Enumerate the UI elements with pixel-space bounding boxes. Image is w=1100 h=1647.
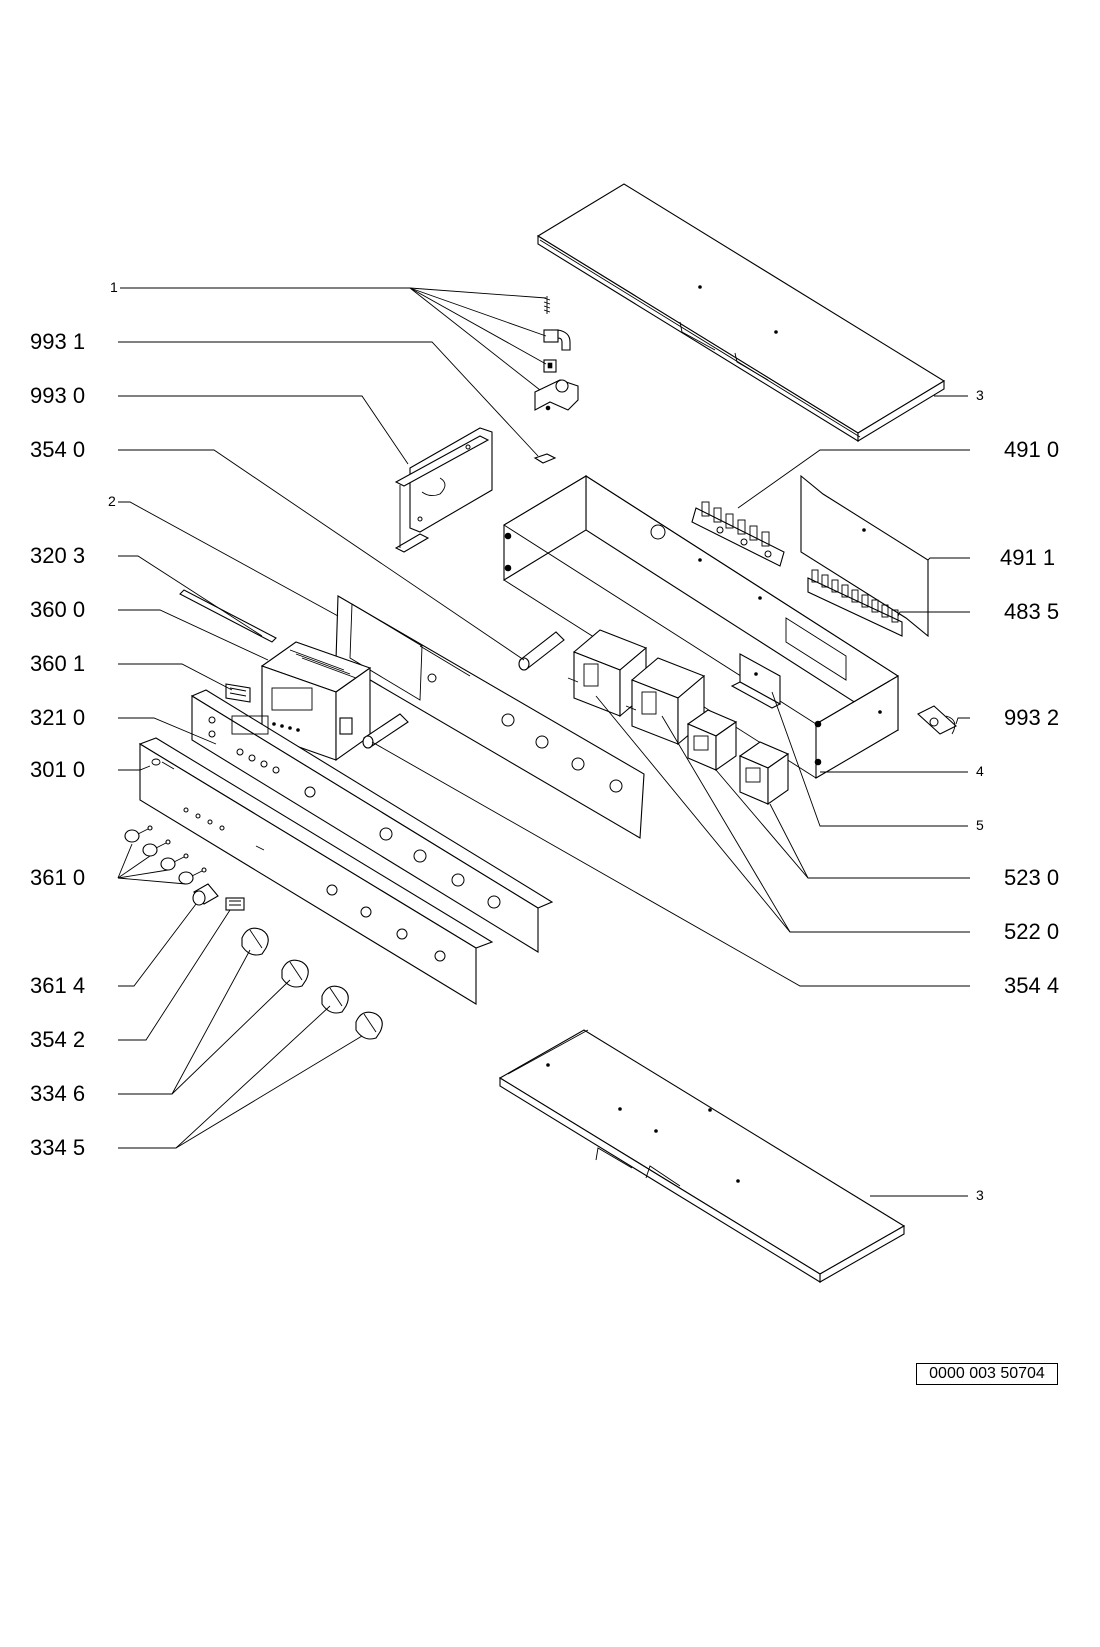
callout-label-354-2: 354 2 [30,1027,86,1052]
callout-label-320-3: 320 3 [30,543,86,568]
mounting-bracket [394,427,493,553]
bottom-tray-panel [498,1029,906,1283]
cylinder-354-0 [518,631,565,671]
callout-label-483-5: 483 5 [1004,599,1060,624]
small-hardware-parts [533,296,579,464]
knob-2 [281,959,309,988]
knob-4 [355,1011,383,1040]
top-cover-panel [536,183,946,442]
relay-module-1 [686,709,738,772]
button-cap-361-4 [192,883,219,906]
callout-label-993-0: 993 0 [30,383,86,408]
connector-354-2 [225,897,245,911]
clip-993-2 [917,705,957,735]
callout-label-491-0: 491 0 [1004,437,1060,462]
panel-holes [501,713,623,793]
connector-360-1 [225,683,251,703]
callout-label-993-2: 993 2 [1004,705,1060,730]
knob-3 [321,985,349,1014]
insulating-plate [800,474,929,638]
drawing-reference-number: 0000 003 50704 [916,1363,1058,1385]
front-fascia [138,737,494,1005]
small-angle-bracket [730,653,782,709]
terminal-strip-491 [691,501,785,567]
callout-label-301-0: 301 0 [30,757,86,782]
callout-label-491-1: 491 1 [1000,545,1056,570]
rod-320 [179,589,277,643]
callout-label-334-6: 334 6 [30,1081,86,1106]
control-bracket-panel [335,595,645,839]
callout-label-523-0: 523 0 [1004,865,1060,890]
callout-label-5: 5 [976,817,984,833]
callout-label-361-0: 361 0 [30,865,86,890]
callout-label-334-5: 334 5 [30,1135,86,1160]
callout-label-354-0: 354 0 [30,437,86,462]
callout-label-360-1: 360 1 [30,651,86,676]
callout-label-993-1: 993 1 [30,329,86,354]
callout-label-321-0: 321 0 [30,705,86,730]
knob-1 [241,927,269,956]
callout-label-522-0: 522 0 [1004,919,1060,944]
callout-label-360-0: 360 0 [30,597,86,622]
callout-label-3-bottom: 3 [976,1187,984,1203]
callout-label-4: 4 [976,763,984,779]
trim-panel [190,689,554,953]
timer-module [260,641,372,762]
callout-label-3-top: 3 [976,387,984,403]
callout-label-354-4: 354 4 [1004,973,1060,998]
callout-label-1: 1 [110,279,118,295]
cylinder-354-4 [362,713,409,749]
leader-lines [117,287,970,1197]
relay-module-2 [738,741,790,806]
callout-label-2: 2 [108,493,116,509]
callout-label-361-4: 361 4 [30,973,86,998]
